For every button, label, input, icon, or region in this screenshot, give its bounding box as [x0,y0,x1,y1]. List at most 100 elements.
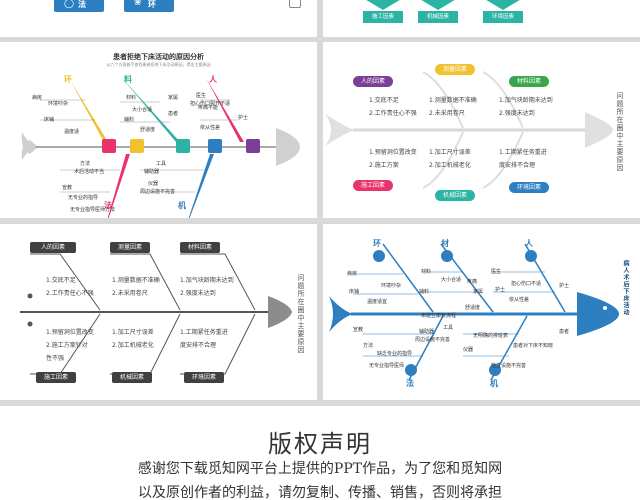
slide-thumbnail-5[interactable]: 人的因素 测量因素 材料因素 施工因素 机械因素 环境因素 1.交底不足 2.工… [0,224,317,400]
label: 工具 [156,161,167,167]
label: 护士 [559,283,570,289]
slide-title: 患者拒绝下床活动的原因分析 [113,53,204,61]
label: 护士 [495,287,506,293]
label: 患者对下床不知晓 [513,343,554,349]
label: 床铺 [349,289,360,295]
category-material: 料 [124,75,132,84]
label: 方法 [363,343,374,349]
slide-thumbnail-2[interactable]: 施工因素 机械因素 环境因素 [323,0,640,37]
label: 周边设施不完善 [140,189,176,195]
label: 宣教 [62,185,73,191]
environment-button[interactable]: ❀ 环 [124,0,174,12]
label: 温度适宜 [367,299,388,305]
category-machine: 机 [490,379,498,388]
label: 医生 [491,269,502,275]
label: 辅料 [419,289,430,295]
label: 依从性差 [509,297,530,303]
fishbone-diagram [21,78,300,218]
tool-icon [441,250,453,262]
construction-text: 1.预留洞位置改变 2.施工方案针对 性不强 [46,329,94,362]
arrow-shapes [366,0,520,10]
label: 缺乏专业的指导 [377,351,413,357]
construction-text: 1.预留洞位置改变 2.施工方案 [369,149,417,169]
label: 材料 [126,95,137,101]
method-button-label: 法 [78,0,86,9]
copyright-slide[interactable]: 版权声明 感谢您下载觅知网平台上提供的PPT作品，为了您和觅知网 以及原创作者的… [0,406,640,500]
copyright-title: 版权声明 [268,430,372,458]
fish-head-text: 病人术后下床活动 [622,260,629,316]
category-person: 人 [209,75,217,84]
label: 辅料 [124,117,135,123]
label: 无专业指导医师 [369,363,405,369]
environment-button-label: 环 [148,0,156,9]
machine-tag: 机械因素 [418,11,458,23]
people-factor-tag: 人的因素 [353,76,393,87]
label: 舒适度 [465,305,481,311]
label: 宣教 [353,327,364,333]
label: 方法 [80,161,91,167]
environment-factor-tag: 环境因素 [184,372,224,383]
label: 未建立康复流程 [421,313,457,319]
construction-tag: 施工因素 [363,11,403,23]
label: 家属 [168,95,179,101]
fishbone-outline [325,71,613,189]
category-method: 法 [104,201,112,210]
label: 仪器 [463,347,474,353]
person-icon [246,139,260,153]
label: 仪器 [148,181,159,187]
environment-factor-tag: 环境因素 [509,182,549,193]
slide-thumbnail-3[interactable]: 患者拒绝下床活动的原因分析 从六个方面着手查找患者拒绝下床活动原因，得出主要原因… [0,42,317,218]
slide-thumbnail-6[interactable]: 环 材 人 法 机 病人术后下床活动 病房 环境吵杂 床铺 温度适宜 材料 大小… [323,224,640,400]
label: 病房 [32,95,43,101]
label: 环境吵杂 [48,101,69,107]
label: 患者 [168,111,179,117]
checkbox-outline [289,0,301,8]
measure-factor-tag: 测量因素 [110,242,150,253]
machine-factor-tag: 机械因素 [435,190,475,201]
category-machine: 机 [178,201,186,210]
people-text: 1.交底不足 2.工作责任心不强 [46,277,94,297]
material-factor-tag: 材料因素 [180,242,220,253]
label: 大小合适 [132,107,153,113]
measure-text: 1.测量数据不准确 2.未采用卷尺 [112,277,160,297]
people-text: 1.交底不足 2.工作责任心不强 [369,97,417,117]
label: 温度适 [64,129,80,135]
machine-text: 1.加工尺寸误差 2.加工机械老化 [429,149,471,169]
label: 无专业的指导 [68,195,99,201]
construction-factor-tag: 施工因素 [36,372,76,383]
globe-icon [373,250,385,262]
globe-icon [130,139,144,153]
fishbone-blue [329,243,619,381]
category-person: 人 [525,239,533,248]
label: 病房 [347,271,358,277]
machine-factor-tag: 机械因素 [112,372,152,383]
fish-head-text: 问题所在圈中主要原因 [616,92,624,172]
bulb-icon [405,364,417,376]
category-env: 环 [64,75,72,84]
slide-subtitle: 从六个方面着手查找患者拒绝下床活动原因，得出主要原因 [106,62,211,67]
building-icon [102,139,116,153]
monitor-icon [208,139,222,153]
label: 环境吵杂 [381,283,402,289]
label: 无专业指导医师方法 [70,207,116,213]
slide-thumbnail-4[interactable]: 人的因素 测量因素 材料因素 施工因素 机械因素 环境因素 1.交底不足 2.工… [323,42,640,218]
environment-tag: 环境因素 [483,11,523,23]
label: 无明确的排班表 [473,333,509,339]
label: 担心伤口不适 [511,281,542,287]
monitor-icon [489,364,501,376]
label: 检查设施不完善 [491,363,527,369]
category-env: 环 [373,239,381,248]
measure-text: 1.测量数据不准确 2.未采用卷尺 [429,97,477,117]
construction-factor-tag: 施工因素 [353,180,393,191]
slide-thumbnail-1[interactable]: ◯ 法 ❀ 环 [0,0,317,37]
person-icon [525,250,537,262]
label: 疼痛不能 [198,105,219,111]
label: 辅助器 [144,169,160,175]
label: 医生 [196,93,207,99]
material-text: 1.加气块龄期未达到 2.强度未达到 [180,277,234,297]
method-button[interactable]: ◯ 法 [54,0,104,12]
copyright-line-2: 以及原创作者的利益，请勿复制、传播、销售，否则将承担 [138,485,502,500]
leaf-icon: ❀ [134,0,142,8]
label: 依从性差 [200,125,221,131]
label: 家属 [473,289,484,295]
